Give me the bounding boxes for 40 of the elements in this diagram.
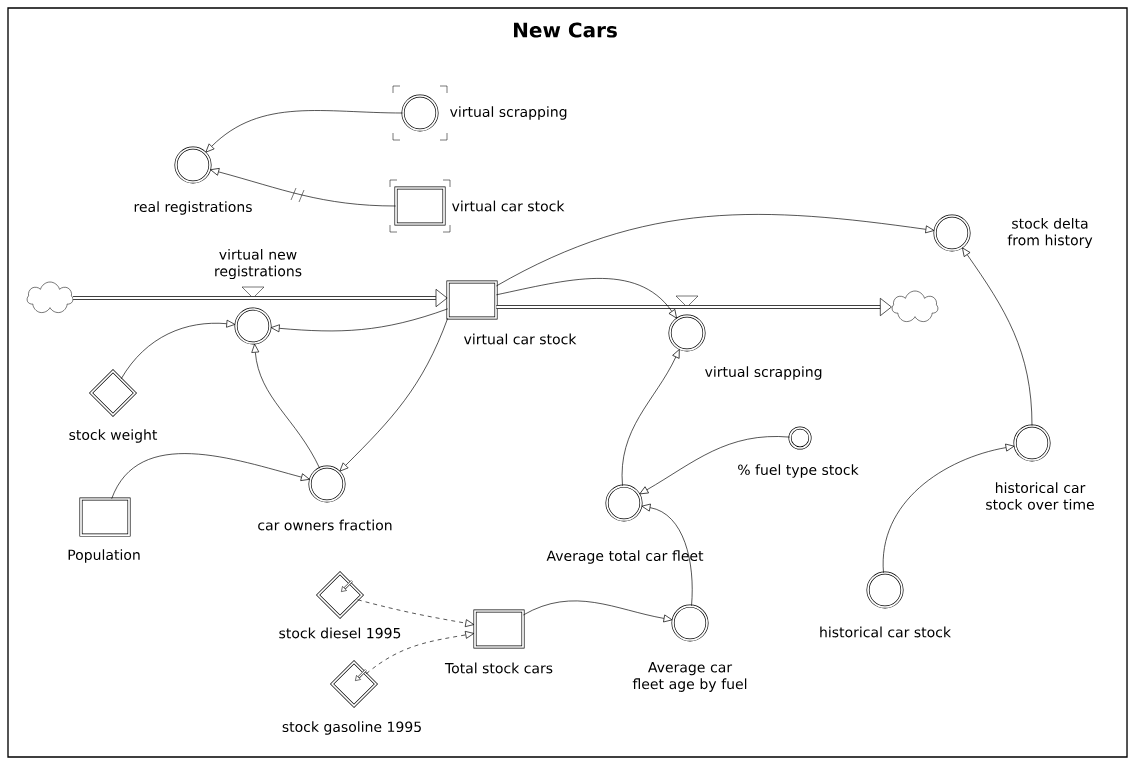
- variable-name: stock weight: [69, 429, 158, 443]
- variable-name: stock gasoline 1995: [282, 721, 421, 735]
- variable-name: Population: [68, 549, 140, 563]
- diagram-title: New Cars: [514, 22, 617, 38]
- variable-name: historical car stock over time: [986, 482, 1094, 510]
- arrow: [111, 453, 310, 499]
- arrow: [639, 436, 791, 495]
- flow-pipe: [496, 297, 892, 317]
- variable-name: car owners fraction: [258, 519, 392, 531]
- arrow: [205, 110, 403, 153]
- variable-name: virtual car stock: [464, 333, 577, 345]
- variable-name: real registrations: [134, 201, 252, 215]
- arrow: [641, 503, 693, 607]
- variable-name: stock delta from history: [1007, 217, 1093, 249]
- arrow: [210, 168, 396, 207]
- cloud-shape: [26, 281, 74, 313]
- variable-name: stock diesel 1995: [279, 627, 401, 639]
- arrow: [120, 319, 236, 380]
- arrow: [339, 318, 448, 472]
- flow-pipe: [73, 288, 448, 308]
- arrow: [883, 443, 1015, 574]
- variable-name: virtual new registrations: [215, 248, 302, 280]
- arrow: [496, 278, 677, 319]
- variable-name: virtual scrapping: [705, 366, 822, 380]
- variable-name: Total stock cars: [444, 662, 553, 674]
- arrow: [621, 349, 680, 487]
- arrow: [962, 247, 1033, 426]
- arrow: [496, 214, 935, 287]
- arrow: [251, 343, 320, 469]
- arrow: [270, 308, 448, 333]
- variable-name: % fuel type stock: [738, 464, 859, 478]
- variable-name: historical car stock: [820, 626, 951, 638]
- dashed-arrow: [357, 599, 475, 627]
- cloud-shape: [891, 290, 939, 322]
- arrow: [523, 600, 673, 623]
- variable-name: virtual car stock: [452, 200, 565, 212]
- dashed-arrow: [365, 631, 475, 675]
- variable-name: virtual scrapping: [450, 106, 567, 120]
- variable-name: Average total car fleet: [546, 550, 704, 564]
- variable-name: Average car fleet age by fuel: [632, 662, 747, 692]
